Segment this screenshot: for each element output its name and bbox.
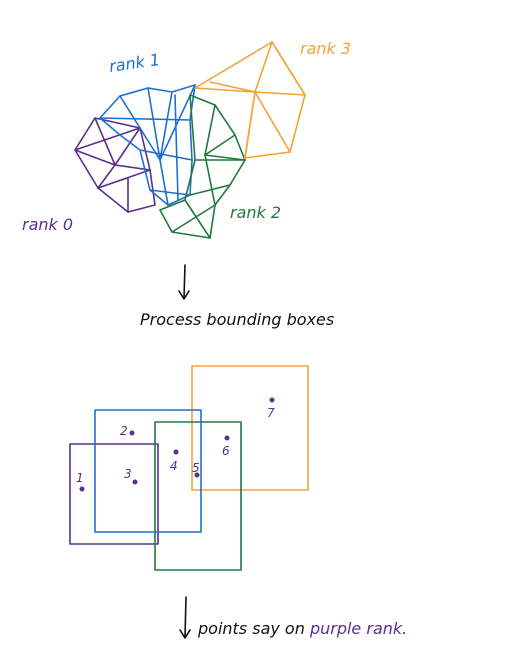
rank1-label: rank 1: [108, 50, 161, 76]
points-group: [79, 397, 275, 492]
bbox-orange: [191, 365, 309, 491]
rank3-mesh: [194, 41, 306, 159]
point-3: [132, 479, 138, 485]
footer-highlight: purple rank.: [309, 619, 407, 638]
point-2: [129, 430, 135, 436]
process-label: Process bounding boxes: [140, 310, 334, 329]
point-1-label: 1: [76, 471, 84, 485]
arrow-down-icon: [178, 264, 190, 300]
footer-prefix: points say on: [197, 619, 305, 638]
bbox-blue: [94, 409, 202, 533]
footer-label: points say on purple rank.: [197, 619, 407, 638]
point-3-label: 3: [124, 467, 132, 481]
rank2-mesh: [159, 94, 246, 239]
point-4-label: 4: [170, 459, 178, 473]
point-7: [269, 397, 275, 403]
rank3-label: rank 3: [300, 39, 351, 58]
point-6-label: 6: [222, 444, 230, 458]
point-4: [173, 449, 179, 455]
bbox-purple: [69, 443, 159, 545]
arrow-down-icon-2: [179, 596, 191, 639]
rank2-label: rank 2: [230, 203, 281, 222]
point-1: [79, 486, 85, 492]
point-6: [224, 435, 230, 441]
point-7-label: 7: [267, 406, 275, 420]
point-5-label: 5: [192, 461, 200, 475]
point-5: [194, 472, 200, 478]
rank1-mesh: [99, 84, 196, 206]
bbox-green: [154, 421, 242, 571]
rank0-label: rank 0: [22, 215, 73, 234]
point-2-label: 2: [120, 424, 128, 438]
rank0-mesh: [74, 117, 156, 213]
